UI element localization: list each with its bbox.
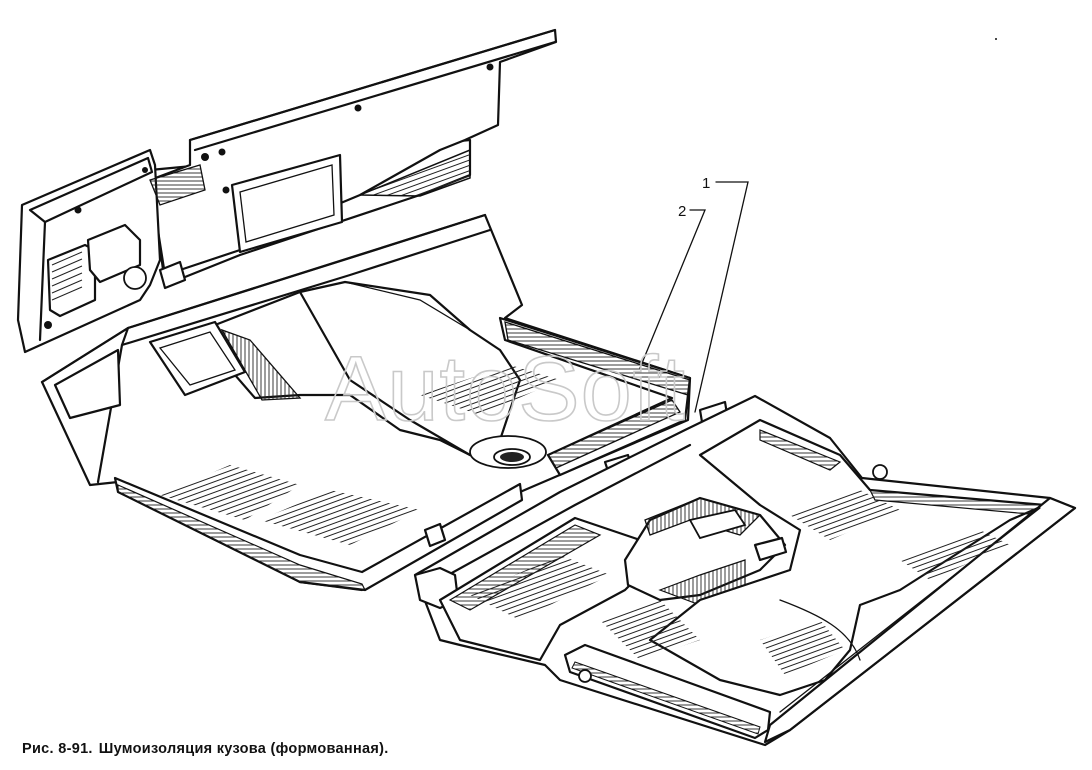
callout-1-label: 1 — [702, 175, 710, 192]
watermark-text: AutoSoft — [325, 338, 686, 440]
figure-caption: Рис. 8-91. Шумоизоляция кузова (формованн… — [22, 741, 395, 757]
callout-2: 2 — [639, 203, 706, 369]
callout-2-leader — [639, 209, 706, 369]
speck-mark — [995, 38, 997, 40]
callout-2-label: 2 — [678, 203, 686, 220]
callout-1: 1 — [694, 175, 749, 413]
front-floor-insulation — [40, 213, 730, 592]
callout-1-leader — [694, 181, 749, 413]
figure-title: Шумоизоляция кузова (формованная). — [98, 741, 389, 757]
rear-floor-insulation — [413, 394, 1077, 747]
figure-number: Рис. 8-91. — [22, 741, 93, 757]
dash-insulation-panel — [16, 28, 558, 354]
